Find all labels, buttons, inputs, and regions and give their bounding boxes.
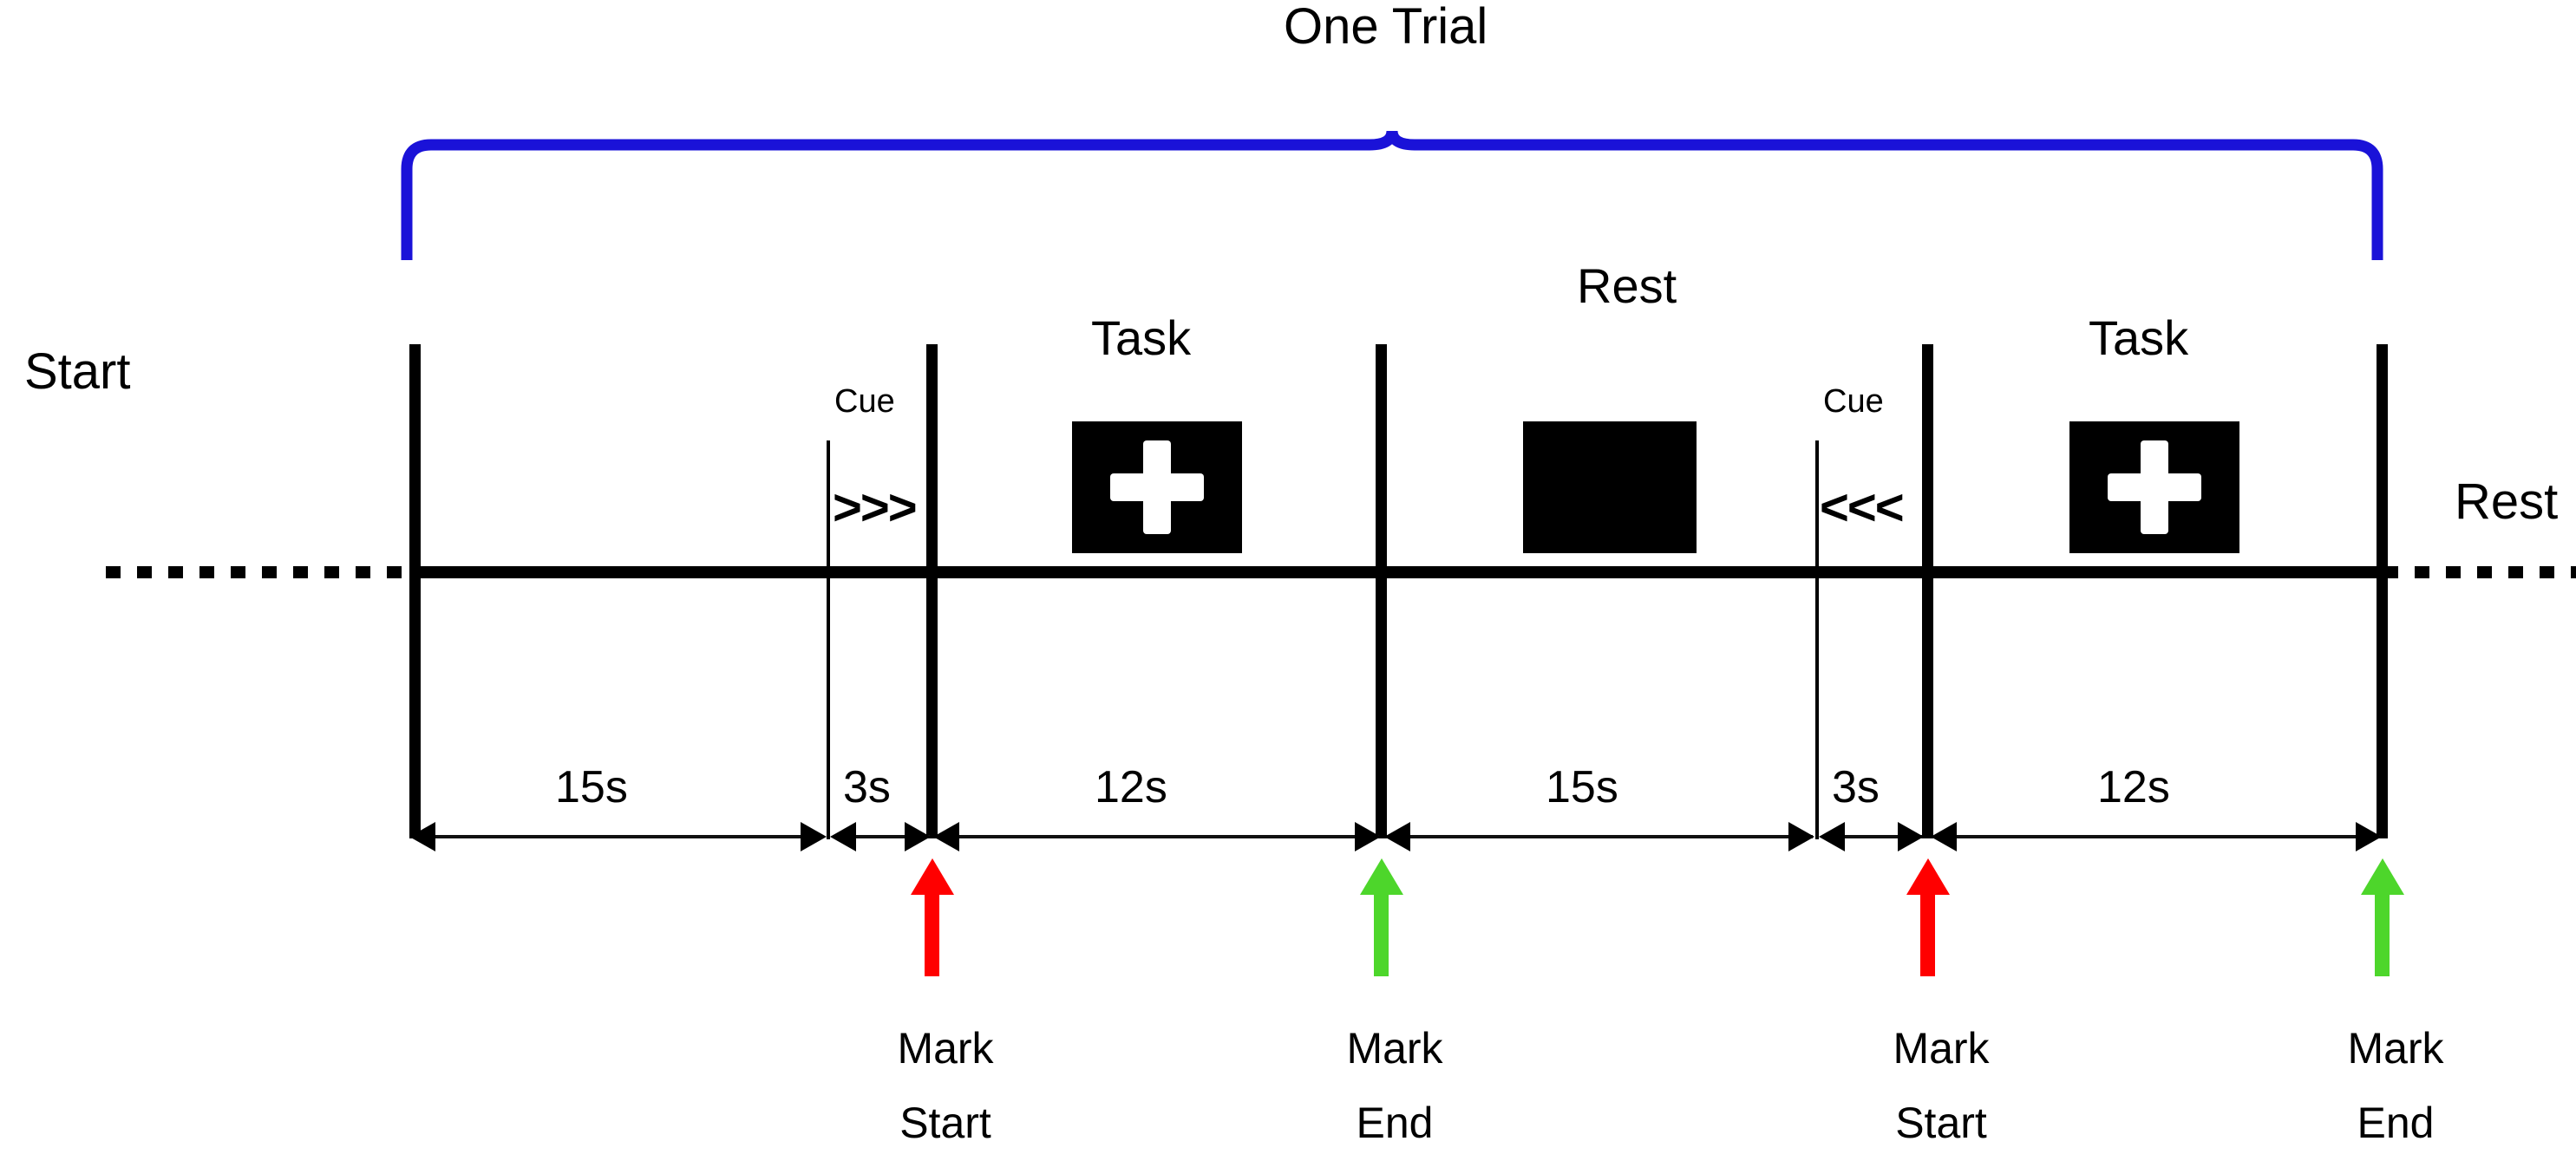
duration-line-6 xyxy=(1936,835,2380,838)
duration-line-5 xyxy=(1823,835,1922,838)
mark-label-2-line2: End xyxy=(1356,1099,1434,1147)
stimulus-box-task-1 xyxy=(1072,421,1242,553)
mark-start-arrow-1-head xyxy=(911,858,954,895)
duration-line-1 xyxy=(415,835,821,838)
cue-label-1: Cue xyxy=(834,383,895,420)
stimulus-box-rest xyxy=(1523,421,1697,553)
mark-label-3-line1: Mark xyxy=(1893,1024,1990,1073)
duration-arrowhead-6-right xyxy=(2356,822,2382,851)
timeline-dotted-right xyxy=(2383,566,2576,578)
duration-arrowhead-4-left xyxy=(1384,822,1410,851)
one-trial-brace xyxy=(401,130,2383,260)
duration-label-1: 15s xyxy=(555,762,628,812)
task-label-2: Task xyxy=(2089,310,2189,365)
duration-line-4 xyxy=(1389,835,1813,838)
duration-arrowhead-2-right xyxy=(905,822,931,851)
mark-end-arrow-2-shaft xyxy=(2375,884,2390,976)
plus-cross-icon-bar xyxy=(1110,473,1204,501)
mark-end-arrow-2-head xyxy=(2361,858,2404,895)
cue-onset-line-2 xyxy=(1815,440,1819,839)
mark-start-arrow-2-shaft xyxy=(1920,884,1935,976)
duration-label-3: 12s xyxy=(1095,762,1167,812)
duration-arrowhead-5-left xyxy=(1819,822,1845,851)
duration-arrowhead-5-right xyxy=(1898,822,1924,851)
triple-left-chevron-icon: <<< xyxy=(1820,479,1905,536)
event-bar-start xyxy=(409,344,421,838)
rest-label-mid: Rest xyxy=(1577,258,1677,313)
mark-start-arrow-2-head xyxy=(1906,858,1950,895)
timeline-dotted-left xyxy=(106,566,418,578)
start-label: Start xyxy=(24,343,131,400)
cue-label-2: Cue xyxy=(1823,383,1884,420)
mark-end-arrow-1-head xyxy=(1360,858,1403,895)
cue-onset-line-1 xyxy=(827,440,830,839)
duration-label-5: 3s xyxy=(1832,762,1880,812)
mark-label-4-line1: Mark xyxy=(2347,1024,2444,1073)
duration-label-2: 3s xyxy=(843,762,891,812)
duration-arrowhead-3-left xyxy=(933,822,959,851)
duration-label-4: 15s xyxy=(1546,762,1618,812)
plus-cross-icon-bar xyxy=(2108,473,2201,501)
duration-line-3 xyxy=(938,835,1379,838)
duration-arrowhead-4-right xyxy=(1788,822,1814,851)
triple-right-chevron-icon: >>> xyxy=(833,479,918,536)
duration-label-6: 12s xyxy=(2097,762,2170,812)
duration-arrowhead-1-right xyxy=(801,822,827,851)
duration-arrowhead-1-left xyxy=(409,822,435,851)
duration-arrowhead-2-left xyxy=(830,822,856,851)
timeline-main xyxy=(409,566,2389,578)
event-bar-task2-offset xyxy=(2377,344,2388,838)
stimulus-box-task-2 xyxy=(2069,421,2239,553)
mark-label-1-line2: Start xyxy=(899,1099,991,1147)
task-label-1: Task xyxy=(1091,310,1192,365)
page-title: One Trial xyxy=(1284,0,1488,55)
event-bar-task1-onset xyxy=(926,344,938,838)
duration-arrowhead-3-right xyxy=(1355,822,1381,851)
mark-start-arrow-1-shaft xyxy=(925,884,939,976)
duration-arrowhead-6-left xyxy=(1931,822,1957,851)
mark-label-1-line1: Mark xyxy=(897,1024,994,1073)
mark-end-arrow-1-shaft xyxy=(1374,884,1389,976)
mark-label-4-line2: End xyxy=(2357,1099,2435,1147)
event-bar-task2-onset xyxy=(1922,344,1933,838)
event-bar-task1-offset xyxy=(1376,344,1387,838)
rest-end-label: Rest xyxy=(2455,473,2559,530)
duration-line-2 xyxy=(834,835,930,838)
mark-label-2-line1: Mark xyxy=(1346,1024,1443,1073)
mark-label-3-line2: Start xyxy=(1895,1099,1987,1147)
